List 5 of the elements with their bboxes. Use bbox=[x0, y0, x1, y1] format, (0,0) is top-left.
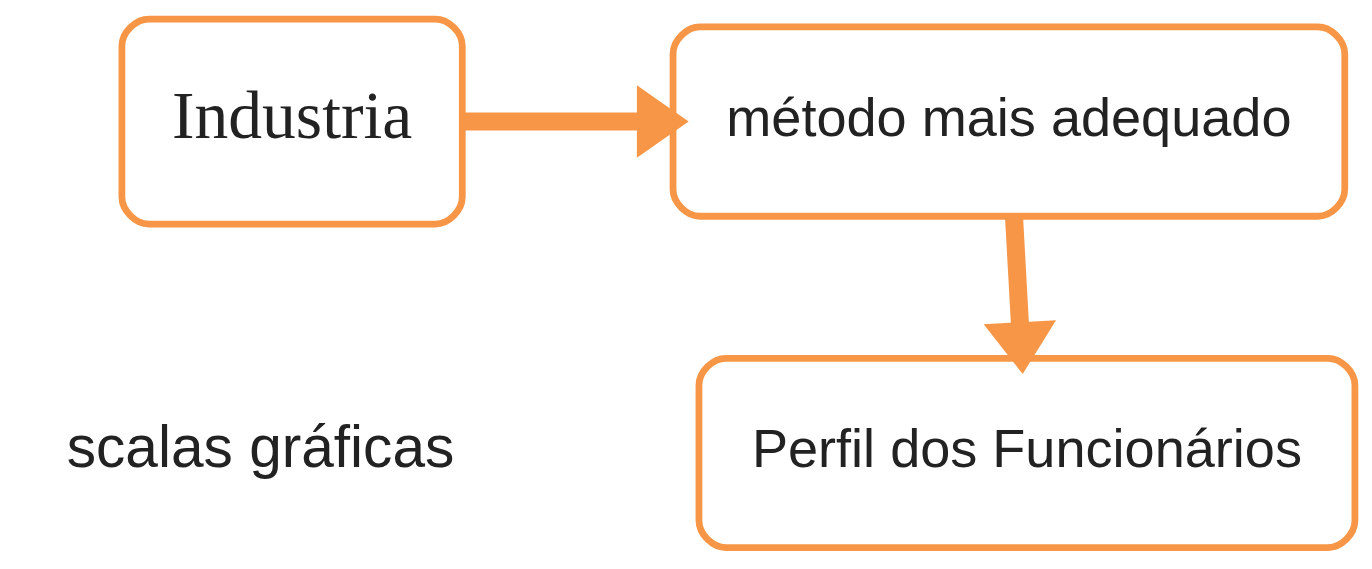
node-box: método mais adequado bbox=[669, 23, 1349, 220]
node-box: Industria bbox=[118, 15, 466, 227]
label: scalas gráficas bbox=[66, 413, 455, 479]
node-box: Perfil dos Funcionários bbox=[695, 354, 1359, 551]
arrow bbox=[462, 84, 689, 158]
